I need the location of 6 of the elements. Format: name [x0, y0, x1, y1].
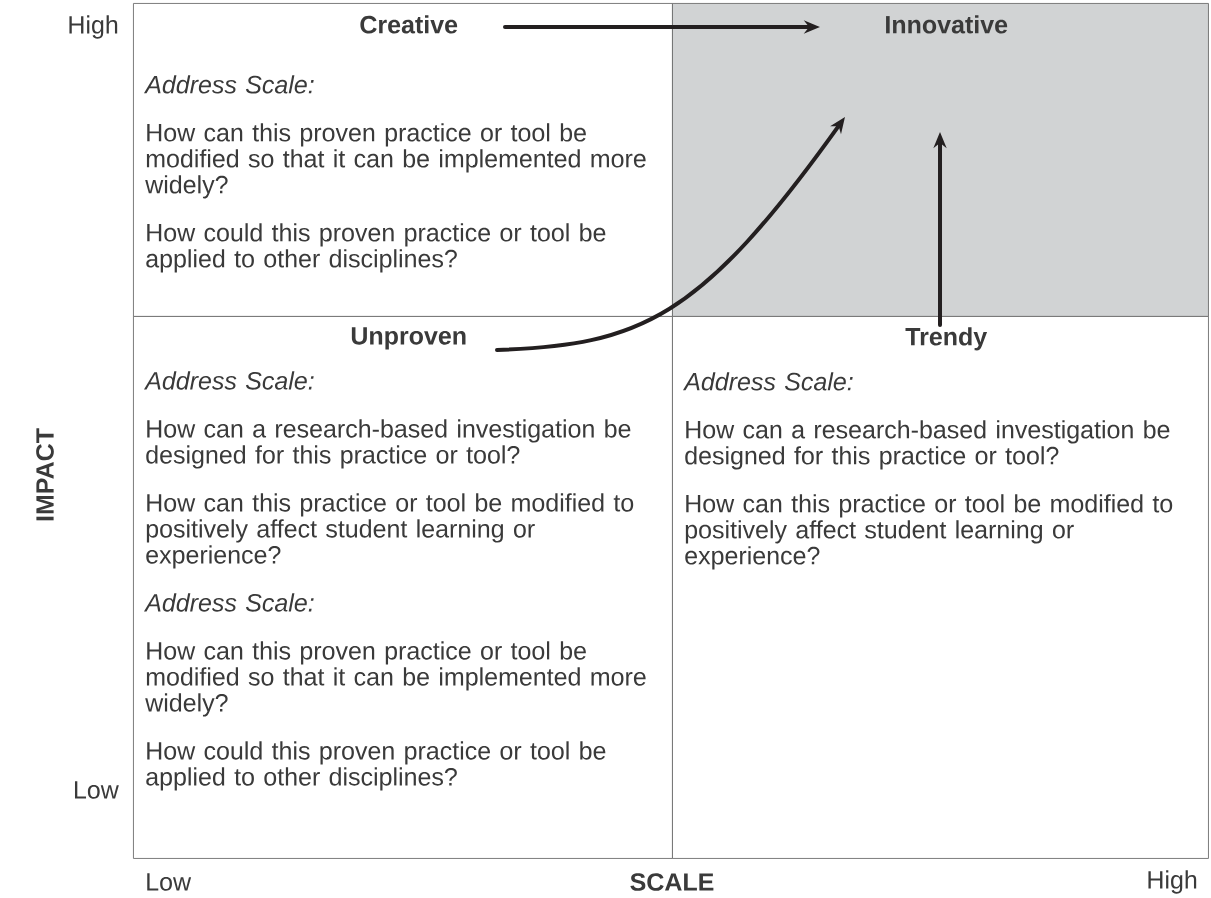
axis-label: IMPACT [36, 428, 54, 521]
quadrant-box: Unproven Address Scale: How can a research-based investigation be designed for this practice or tool? How can this practice or tool be modified to positively affect student learning or experience? Address Scale: How can this proven practice or tool be modified so that it can be implemented more widely? How could this proven practice or tool be applied to other disciplines? [133, 316, 673, 859]
quadrant-box: Trendy Address Scale: How can a research-based investigation be designed for this practice or tool? How can this practice or tool be modified to positively affect student learning or experience? [672, 316, 1209, 859]
axis-label: SCALE [630, 873, 714, 891]
quadrant-box: Creative Address Scale: How can this proven practice or tool be modified so that it can be implemented more widely? How could this proven practice or tool be applied to other disciplines? [133, 3, 673, 317]
quadrant-box: Innovative [672, 3, 1209, 317]
